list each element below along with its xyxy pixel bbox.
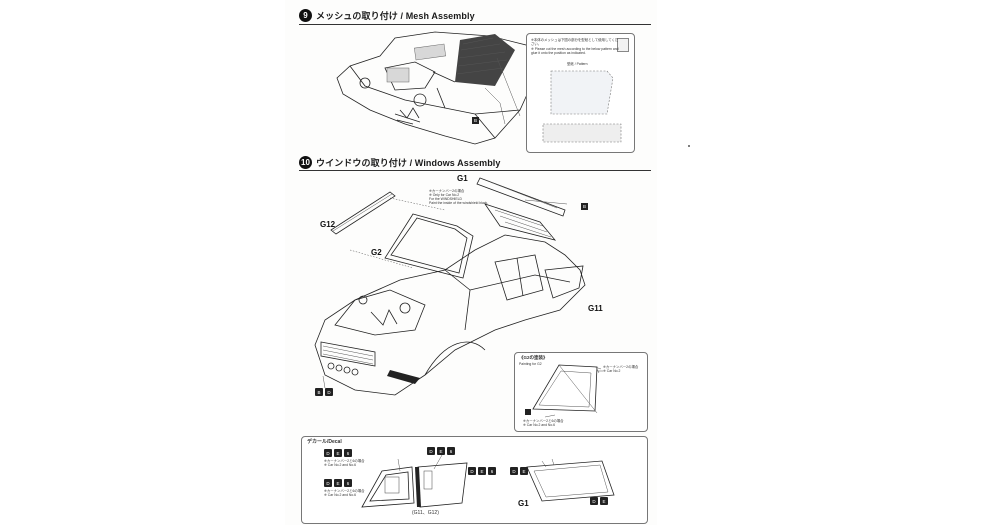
decal-g1-label: G1 — [518, 499, 529, 508]
painting-subtitle: Painting for G2 — [519, 362, 542, 366]
step10-number: 10 — [299, 156, 312, 169]
g2-painting-box: 《G2の塗装》 Painting for G2 ※カーナンバー2の場合 ※ Ca… — [514, 352, 648, 432]
decal-set-4: D E — [510, 467, 528, 475]
windows-assembly-illustration — [314, 177, 586, 396]
label-g11: G11 — [588, 304, 603, 313]
decal-note1-line1: ※カーナンバー2と6の場合 — [324, 459, 365, 463]
decal-set-6: D E — [590, 497, 608, 505]
g2-note-line-4: Paint the inside of the windshield black… — [429, 201, 489, 205]
decal-5c: 6 — [344, 479, 352, 487]
label-g12: G12 — [320, 220, 336, 229]
decal-set-3: D E 6 — [468, 467, 496, 475]
decal-2b: E — [334, 449, 342, 457]
decal-note2-line1: ※カーナンバー2と6の場合 — [324, 489, 365, 493]
decal-5a: D — [324, 479, 332, 487]
painting-note-bottom-2: ※ Car No.2 and No.6 — [523, 423, 556, 427]
step9-header: 9 メッシュの取り付け / Mesh Assembly — [299, 9, 475, 22]
decal-set-1: D E 6 — [427, 447, 455, 455]
decal-3c: 6 — [488, 467, 496, 475]
step10-divider — [299, 170, 651, 171]
decal-1b: E — [437, 447, 445, 455]
step10-header: 10 ウインドウの取り付け / Windows Assembly — [299, 156, 501, 169]
decal-3b: E — [478, 467, 486, 475]
decal-5b: E — [334, 479, 342, 487]
scissors-icon — [617, 38, 629, 52]
g2-note-line-3: For the WINDSHIELD — [429, 197, 462, 201]
decal-2a: D — [324, 449, 332, 457]
front-decal-tags: B D — [315, 388, 333, 396]
mesh-pattern-box: ※本体のメッシュは下図の部分を型紙として使用してください。 ※ Please c… — [526, 33, 635, 153]
decal-2c: 6 — [344, 449, 352, 457]
step9-part-tag: B — [472, 117, 479, 124]
pattern-label: 型紙 / Pattern — [567, 62, 588, 66]
label-g2: G2 — [371, 248, 382, 257]
scan-speck — [688, 145, 690, 147]
decal-4a: D — [510, 467, 518, 475]
painting-note-top-2: ※ Car No.2 — [603, 369, 621, 373]
painting-note-top-1: ※カーナンバー2の場合 — [603, 365, 639, 369]
decal-note2-line2: ※ Car No.2 and No.6 — [324, 493, 357, 497]
g2-painting-drawing — [525, 364, 603, 418]
decal-6a: D — [590, 497, 598, 505]
decal-4b: E — [520, 467, 528, 475]
decal-parts-caption: (G11、G12) — [412, 510, 439, 516]
decal-1c: 6 — [447, 447, 455, 455]
step9-note-jp: ※本体のメッシュは下図の部分を型紙として使用してください。 — [531, 38, 619, 46]
g2-note-line-2: ※ Only for Car No.2 — [429, 193, 460, 197]
g1-part-tag: B — [581, 203, 588, 210]
label-g1: G1 — [457, 174, 468, 183]
decal-set-5: D E 6 — [324, 479, 352, 487]
mesh-assembly-illustration — [336, 31, 541, 145]
step9-note-en: ※ Please cut the mesh according to the b… — [531, 47, 619, 55]
g2-note-line-1: ※カーナンバー2の場合 — [429, 189, 465, 193]
front-tag-2: D — [325, 388, 333, 396]
decal-1a: D — [427, 447, 435, 455]
decal-3a: D — [468, 467, 476, 475]
decal-set-2: D E 6 — [324, 449, 352, 457]
decal-drawing — [361, 454, 615, 508]
step9-divider — [299, 24, 651, 25]
step10-title: ウインドウの取り付け / Windows Assembly — [316, 158, 501, 168]
step9-number: 9 — [299, 9, 312, 22]
decal-6b: E — [600, 497, 608, 505]
painting-title: 《G2の塗装》 — [519, 355, 548, 360]
decal-title: デカール/Decal — [307, 439, 342, 445]
front-tag-1: B — [315, 388, 323, 396]
decal-box: デカール/Decal D E 6 D E 6 ※カーナンバー2と6の場合 ※ C… — [301, 436, 648, 524]
painting-note-bottom-1: ※カーナンバー2と6の場合 — [523, 419, 564, 423]
mesh-pattern-drawing — [542, 70, 622, 143]
g2-note: ※カーナンバー2の場合 ※ Only for Car No.2 For the … — [429, 189, 488, 205]
decal-note1-line2: ※ Car No.2 and No.6 — [324, 463, 357, 467]
instruction-sheet: 9 メッシュの取り付け / Mesh Assembly — [285, 0, 657, 525]
step9-title: メッシュの取り付け / Mesh Assembly — [316, 11, 475, 21]
